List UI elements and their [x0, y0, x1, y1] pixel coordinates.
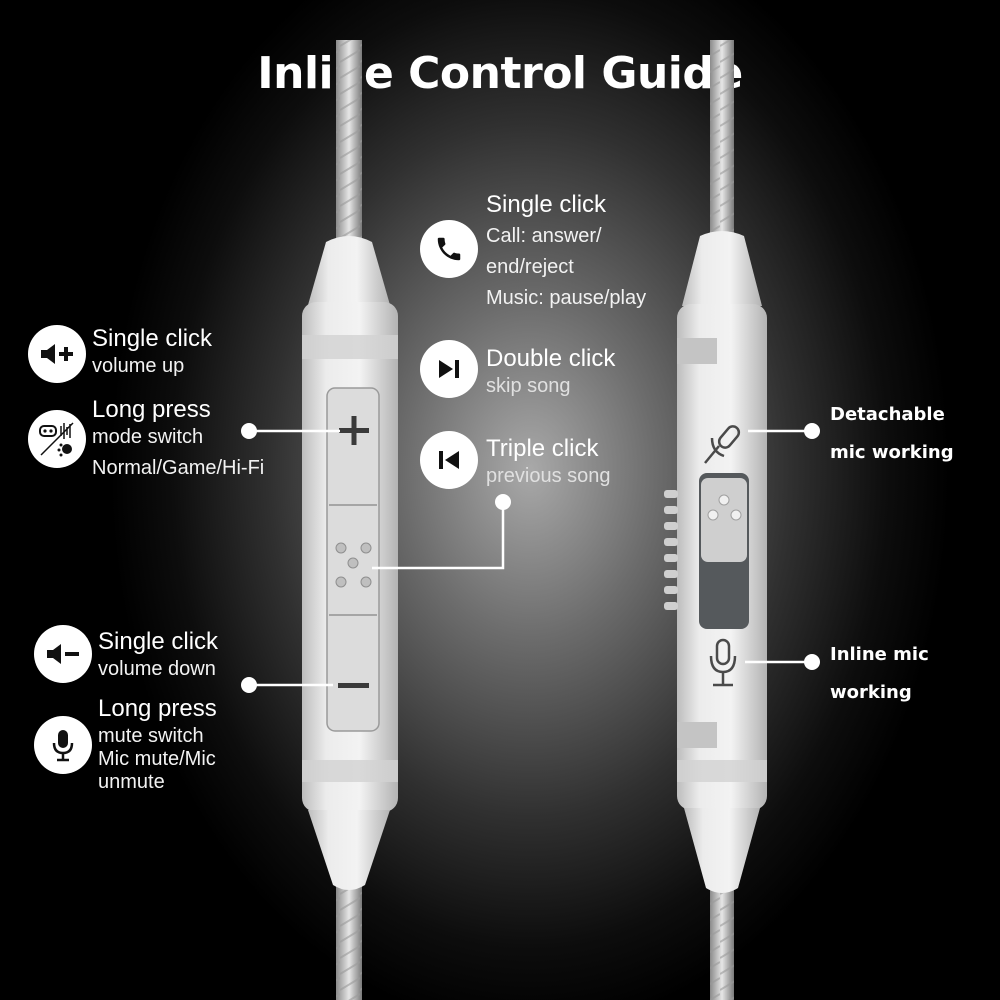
volume-down-label: Single click volume down: [98, 627, 218, 682]
mode-switch-head: Long press: [92, 396, 211, 423]
next-sub: skip song: [486, 375, 571, 397]
previous-sub: previous song: [486, 465, 611, 487]
inline-mic-label: Inline mic working: [830, 636, 929, 712]
next-head: Double click: [486, 345, 616, 372]
volume-down-head: Single click: [98, 628, 219, 655]
volume-down-sub: volume down: [98, 658, 216, 680]
right-side-ridges: [664, 490, 678, 610]
detachable-mic-line2: mic working: [830, 442, 954, 463]
volume-up-label: Single click volume up: [92, 324, 212, 379]
mute-sub3: unmute: [98, 771, 165, 793]
skip-previous-icon: [420, 431, 478, 489]
phone-icon: [420, 220, 478, 278]
plus-icon: [339, 416, 369, 445]
mode-switch-label: Long press mode switch Normal/Game/Hi-Fi: [92, 395, 264, 481]
mode-switch-sub1: mode switch: [92, 426, 204, 448]
callout-lines: [241, 423, 820, 693]
call-sub2: end/reject: [486, 256, 574, 278]
previous-head: Triple click: [486, 435, 599, 462]
left-remote: [302, 40, 398, 1000]
dots-icon: [335, 542, 372, 588]
mute-label: Long press mute switch Mic mute/Mic unmu…: [98, 694, 217, 795]
mute-head: Long press: [98, 695, 217, 722]
next-label: Double click skip song: [486, 344, 615, 399]
minus-icon: [338, 683, 369, 688]
boom-mic-icon: [704, 425, 741, 464]
call-label: Single click Call: answer/ end/reject Mu…: [486, 190, 646, 311]
right-remote: [664, 40, 767, 1000]
mode-switch-sub2: Normal/Game/Hi-Fi: [92, 457, 265, 479]
left-top-cap: [308, 236, 390, 305]
inline-mic-line2: working: [830, 682, 912, 703]
detachable-mic-line1: Detachable: [830, 404, 945, 425]
right-bottom-cap: [684, 808, 760, 893]
left-bottom-cap: [308, 810, 390, 890]
mute-sub2: Mic mute/Mic: [98, 748, 216, 770]
volume-down-icon: [34, 625, 92, 683]
call-head: Single click: [486, 191, 607, 218]
mute-sub1: mute switch: [98, 725, 204, 747]
right-top-cap: [682, 231, 762, 306]
call-sub1: Call: answer/: [486, 225, 602, 247]
microphone-icon: [34, 716, 92, 774]
mic-slider-knob: [701, 478, 747, 562]
volume-up-icon: [28, 325, 86, 383]
previous-label: Triple click previous song: [486, 434, 611, 489]
mode-switch-icon: [28, 410, 86, 468]
inline-mic-icon: [709, 638, 737, 687]
call-sub3: Music: pause/play: [486, 287, 647, 309]
skip-next-icon: [420, 340, 478, 398]
volume-up-head: Single click: [92, 325, 213, 352]
volume-up-sub: volume up: [92, 355, 185, 377]
detachable-mic-label: Detachable mic working: [830, 396, 954, 472]
inline-mic-line1: Inline mic: [830, 644, 929, 665]
